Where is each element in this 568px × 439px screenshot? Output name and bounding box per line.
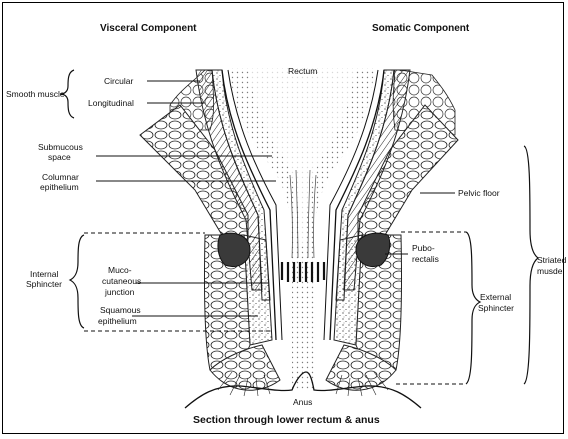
pelvic-floor-label: Pelvic floor: [458, 188, 500, 198]
mucocutaneous-junction-label-line1: Muco-: [108, 265, 132, 275]
longitudinal-label: Longitudinal: [88, 98, 134, 108]
right-puborectalis: [356, 233, 390, 266]
internal-sphincter-brace: [70, 235, 84, 328]
anus-label: Anus: [293, 397, 312, 407]
figure-caption: Section through lower rectum & anus: [193, 414, 380, 426]
left-puborectalis: [218, 233, 250, 266]
puborectalis-label-line2: rectalis: [412, 254, 439, 264]
external-sphincter-label-line1: External: [480, 292, 511, 302]
columnar-epithelium-label-line2: epithelium: [40, 182, 79, 192]
submucous-space-label-line1: Submucous: [38, 142, 83, 152]
external-sphincter-label-line2: Sphincter: [478, 303, 514, 313]
puborectalis-label-line1: Pubo-: [412, 243, 435, 253]
visceral-component-header: Visceral Component: [100, 23, 197, 34]
columnar-epithelium-label-line1: Columnar: [42, 172, 79, 182]
smooth-muscle-label: Smooth muscle: [6, 89, 65, 99]
somatic-component-header: Somatic Component: [372, 23, 469, 34]
submucous-space-label-line2: space: [48, 152, 71, 162]
striated-muscle-label-line2: musde: [537, 266, 563, 276]
internal-sphincter-label-line1: Internal: [30, 269, 58, 279]
squamous-epithelium-label-line1: Squamous: [100, 305, 141, 315]
mucocutaneous-junction-label-line3: junction: [105, 287, 134, 297]
rectum-label: Rectum: [288, 66, 317, 76]
striated-muscle-brace: [524, 146, 538, 384]
mucocutaneous-junction-label-line2: cutaneous: [102, 276, 141, 286]
striated-muscle-label-line1: Striated: [537, 255, 566, 265]
internal-sphincter-label-line2: Sphincter: [26, 279, 62, 289]
squamous-epithelium-label-line2: epithelium: [98, 316, 137, 326]
circular-label: Circular: [104, 76, 133, 86]
